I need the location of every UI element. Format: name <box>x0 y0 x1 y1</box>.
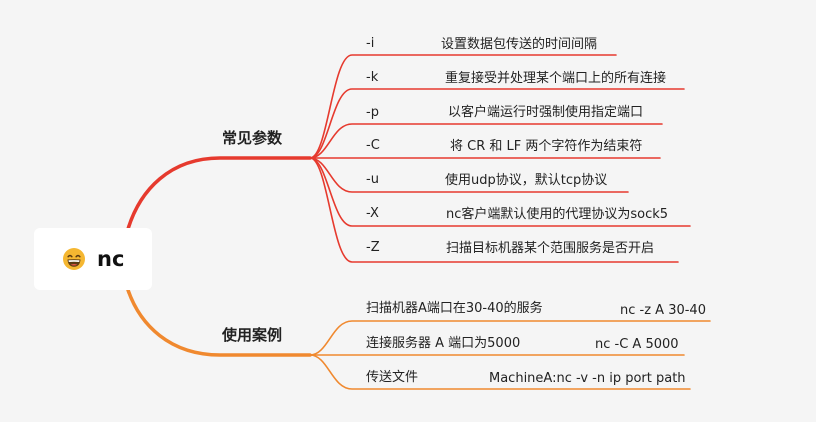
root-to-usage-connector <box>126 288 312 357</box>
usage-task-scan[interactable]: 扫描机器A端口在30-40的服务 <box>366 301 543 316</box>
param-desc-C[interactable]: 将 CR 和 LF 两个字符作为结束符 <box>450 139 643 154</box>
grinning-face-emoji-icon <box>63 248 85 270</box>
param-desc-p[interactable]: 以客户端运行时强制使用指定端口 <box>448 105 644 120</box>
root-to-params-connector <box>126 156 312 231</box>
usage-cmd-transfer[interactable]: MachineA:nc -v -n ip port path <box>489 371 686 386</box>
root-title: nc <box>97 247 125 271</box>
param-desc-X[interactable]: nc客户端默认使用的代理协议为sock5 <box>446 207 669 222</box>
param-flag-u[interactable]: -u <box>366 172 379 187</box>
param-desc-Z[interactable]: 扫描目标机器某个范围服务是否开启 <box>446 241 655 256</box>
usage-connector-2 <box>309 354 691 390</box>
usage-task-transfer[interactable]: 传送文件 <box>366 370 419 385</box>
branch-label-usage[interactable]: 使用案例 <box>222 326 283 344</box>
param-flag-k[interactable]: -k <box>366 70 379 85</box>
usage-cmd-scan[interactable]: nc -z A 30-40 <box>620 303 706 318</box>
usage-cmd-connect[interactable]: nc -C A 5000 <box>595 337 679 352</box>
param-connector-0 <box>309 54 617 159</box>
root-node[interactable]: nc <box>34 228 152 290</box>
usage-connector-group <box>126 288 711 390</box>
param-connector-2 <box>309 123 663 159</box>
param-desc-i[interactable]: 设置数据包传送的时间间隔 <box>441 37 598 52</box>
param-desc-u[interactable]: 使用udp协议，默认tcp协议 <box>445 173 608 188</box>
param-connector-group <box>126 54 691 263</box>
usage-connector-0 <box>309 320 711 356</box>
param-connector-1 <box>309 88 685 159</box>
param-connector-4 <box>309 157 629 193</box>
branch-label-params[interactable]: 常见参数 <box>222 129 283 147</box>
param-desc-k[interactable]: 重复接受并处理某个端口上的所有连接 <box>445 71 667 86</box>
param-flag-X[interactable]: -X <box>366 206 379 221</box>
param-flag-Z[interactable]: -Z <box>366 240 380 255</box>
param-flag-C[interactable]: -C <box>366 138 380 153</box>
usage-task-connect[interactable]: 连接服务器 A 端口为5000 <box>366 336 521 351</box>
param-connector-6 <box>309 157 679 263</box>
param-flag-i[interactable]: -i <box>366 36 375 51</box>
param-flag-p[interactable]: -p <box>366 105 379 120</box>
